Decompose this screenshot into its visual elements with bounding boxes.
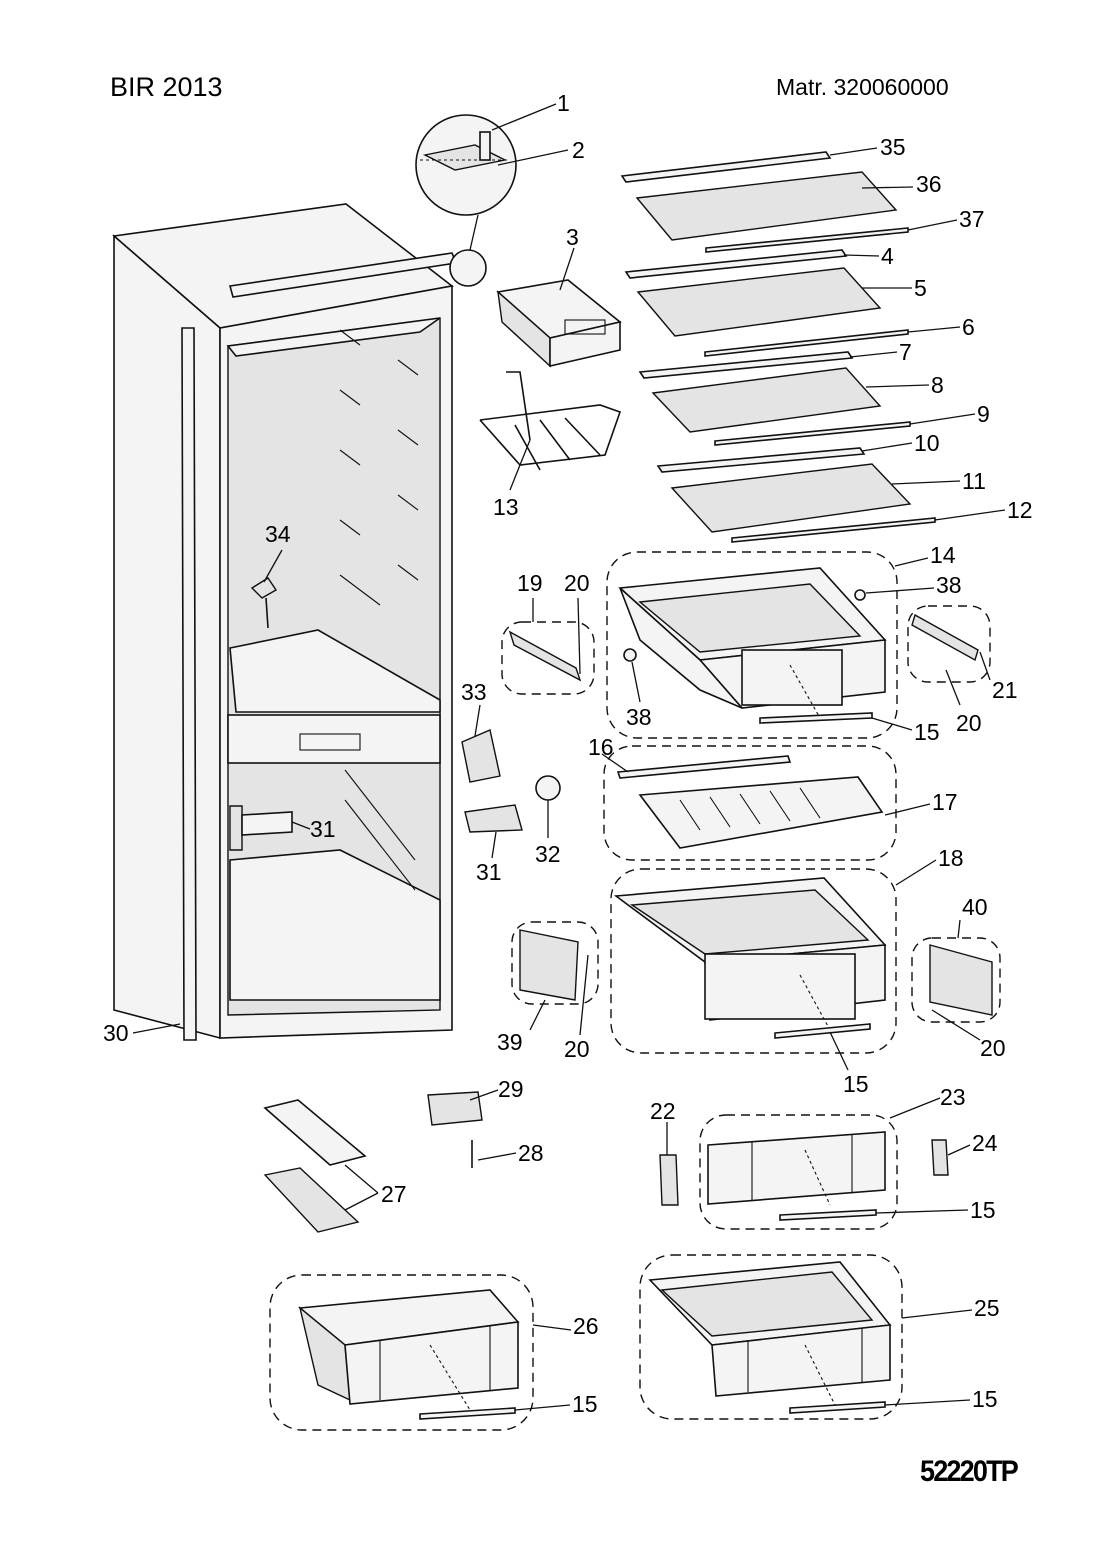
callout-19: 19 (517, 570, 543, 596)
callout-labels: 1 2 3 4 5 6 7 8 9 10 11 12 13 14 15 15 1… (103, 90, 1033, 1417)
callout-15-basket-26: 15 (572, 1391, 598, 1417)
group-outline-18 (610, 868, 897, 1054)
group-outline-19 (501, 621, 595, 695)
callout-25: 25 (974, 1295, 1000, 1321)
callout-7: 7 (899, 339, 912, 365)
callout-6: 6 (962, 314, 975, 340)
leader-lines (132, 103, 1006, 1411)
callout-21: 21 (992, 677, 1018, 703)
callout-5: 5 (914, 275, 927, 301)
callout-9: 9 (977, 401, 990, 427)
callout-33: 33 (461, 679, 487, 705)
callout-29: 29 (498, 1076, 524, 1102)
callout-2: 2 (572, 137, 585, 163)
callout-38-left: 38 (626, 704, 652, 730)
callout-34: 34 (265, 521, 291, 547)
freezer-drawer-front (707, 1131, 886, 1221)
group-outline-25 (639, 1254, 903, 1420)
crisper-cover-shelf (616, 755, 884, 849)
slide-rail-left (508, 630, 582, 682)
callout-8: 8 (931, 372, 944, 398)
freezer-basket-26 (297, 1289, 520, 1420)
callout-20-left-support: 20 (564, 1036, 590, 1062)
callout-16: 16 (588, 734, 614, 760)
callout-13: 13 (493, 494, 519, 520)
callout-15-freezer-front: 15 (970, 1197, 996, 1223)
callout-32: 32 (535, 841, 561, 867)
refrigerator-cabinet (112, 203, 458, 1041)
callout-40: 40 (962, 894, 988, 920)
latch-22 (659, 1154, 679, 1206)
bottle-rack (479, 371, 622, 471)
callout-20-right-rail: 20 (956, 710, 982, 736)
callout-14: 14 (930, 542, 956, 568)
callout-15-basket-25: 15 (972, 1386, 998, 1412)
callout-12: 12 (1007, 497, 1033, 523)
callout-28: 28 (518, 1140, 544, 1166)
callout-38-right: 38 (936, 572, 962, 598)
callout-31-hinge: 31 (476, 859, 502, 885)
callout-3: 3 (566, 224, 579, 250)
lamp-holder (250, 577, 277, 629)
group-outline-39 (511, 921, 599, 1005)
upper-crisper-drawer (618, 567, 887, 724)
callout-10: 10 (914, 430, 940, 456)
callout-20-right-support: 20 (980, 1035, 1006, 1061)
callout-1: 1 (557, 90, 570, 116)
group-outline-17 (603, 745, 897, 861)
group-outline-40 (911, 937, 1001, 1023)
callout-17: 17 (932, 789, 958, 815)
model-title: BIR 2013 (110, 72, 223, 102)
ice-cube-tray (263, 1167, 360, 1233)
callout-11: 11 (962, 468, 986, 494)
dairy-box (496, 279, 622, 368)
callout-30: 30 (103, 1020, 129, 1046)
callout-22: 22 (650, 1098, 676, 1124)
callout-24: 24 (972, 1130, 998, 1156)
callout-26: 26 (573, 1313, 599, 1339)
callout-37: 37 (959, 206, 985, 232)
glass-shelves (620, 151, 936, 543)
freezer-basket-25 (648, 1261, 892, 1414)
lower-crisper-drawer (613, 877, 887, 1039)
callout-20-left-rail: 20 (564, 570, 590, 596)
callout-39: 39 (497, 1029, 523, 1055)
callout-23: 23 (940, 1084, 966, 1110)
hinge-plate (427, 1091, 483, 1126)
callout-31-cabinet: 31 (310, 816, 336, 842)
callout-15-upper-drawer: 15 (914, 719, 940, 745)
drawing-code: 52220TP (920, 1455, 1019, 1488)
callout-36: 36 (916, 171, 942, 197)
hinge-24 (931, 1139, 949, 1176)
top-hinge-detail (415, 114, 517, 287)
callout-27: 27 (381, 1181, 407, 1207)
group-outline-23 (699, 1114, 898, 1230)
drawer-support-right (929, 944, 993, 1016)
callout-18: 18 (938, 845, 964, 871)
middle-hinge-parts (229, 729, 561, 851)
callout-15-lower-drawer: 15 (843, 1071, 869, 1097)
ice-tray-lid (263, 1099, 367, 1166)
slide-rail-right (911, 613, 979, 662)
drawer-support-left (519, 929, 579, 1001)
callout-4: 4 (881, 243, 894, 269)
callout-35: 35 (880, 134, 906, 160)
group-outline-21 (907, 605, 991, 683)
matricola-label: Matr. 320060000 (776, 74, 949, 100)
